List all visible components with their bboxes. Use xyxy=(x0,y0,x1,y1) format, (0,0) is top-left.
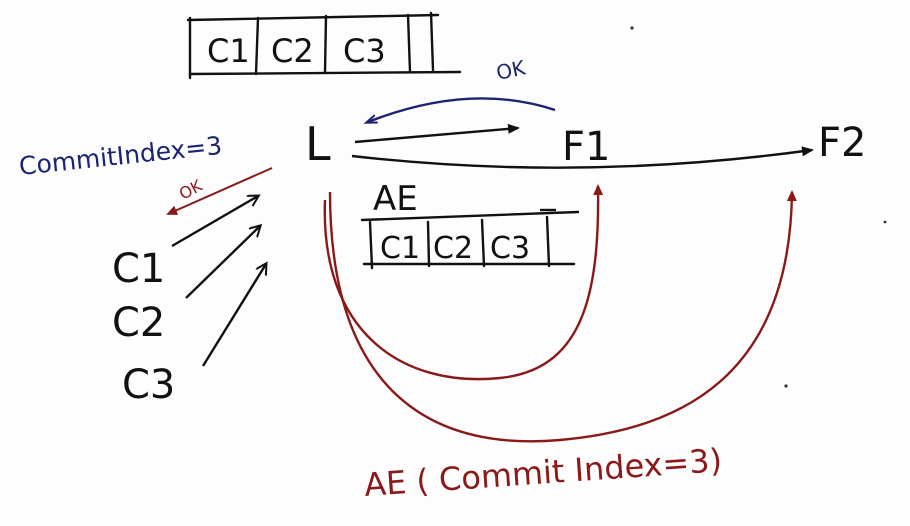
leader-label: L xyxy=(305,117,331,171)
commit-to-f2-arrow xyxy=(328,190,797,443)
commit-broadcast-label: AE ( Commit Index=3) xyxy=(363,441,723,504)
follower-f1-label: F1 xyxy=(562,124,610,170)
follower-f2-label: F2 xyxy=(818,120,866,166)
top-log-entry: C3 xyxy=(343,32,386,70)
top-log-entry: C1 xyxy=(207,32,250,70)
ok-ack-arrow xyxy=(368,97,556,122)
leader-to-f1-arrow xyxy=(354,123,520,144)
client-request-arrows xyxy=(171,196,266,367)
top-log-entries: C1 C2 C3 xyxy=(207,32,386,70)
ok-ack-label: OK xyxy=(494,55,528,85)
stray-dot xyxy=(883,220,887,224)
stray-dot xyxy=(630,26,634,30)
append-entries-label: AE xyxy=(373,179,418,219)
ae-log-entry: C2 xyxy=(433,231,473,266)
ae-log-entry: C3 xyxy=(490,231,530,266)
top-log-entry: C2 xyxy=(271,32,314,70)
client-c3-label: C3 xyxy=(122,362,175,408)
leader-to-f2-arrow xyxy=(351,146,814,169)
stray-dot xyxy=(784,384,788,388)
top-log xyxy=(186,11,462,80)
commit-index-label: CommitIndex=3 xyxy=(18,131,224,181)
client-c2-label: C2 xyxy=(112,300,165,346)
ae-log-entries: C1 C2 C3 xyxy=(380,231,530,266)
client-c2-arrow xyxy=(185,226,260,299)
client-c1-arrow xyxy=(171,196,258,248)
ae-log-entry: C1 xyxy=(380,231,420,266)
ae-log xyxy=(360,210,580,270)
client-c1-label: C1 xyxy=(112,246,165,292)
client-c3-arrow xyxy=(201,264,266,367)
commit-to-f1-arrow xyxy=(323,184,604,381)
ok-client-arrow xyxy=(166,167,273,215)
